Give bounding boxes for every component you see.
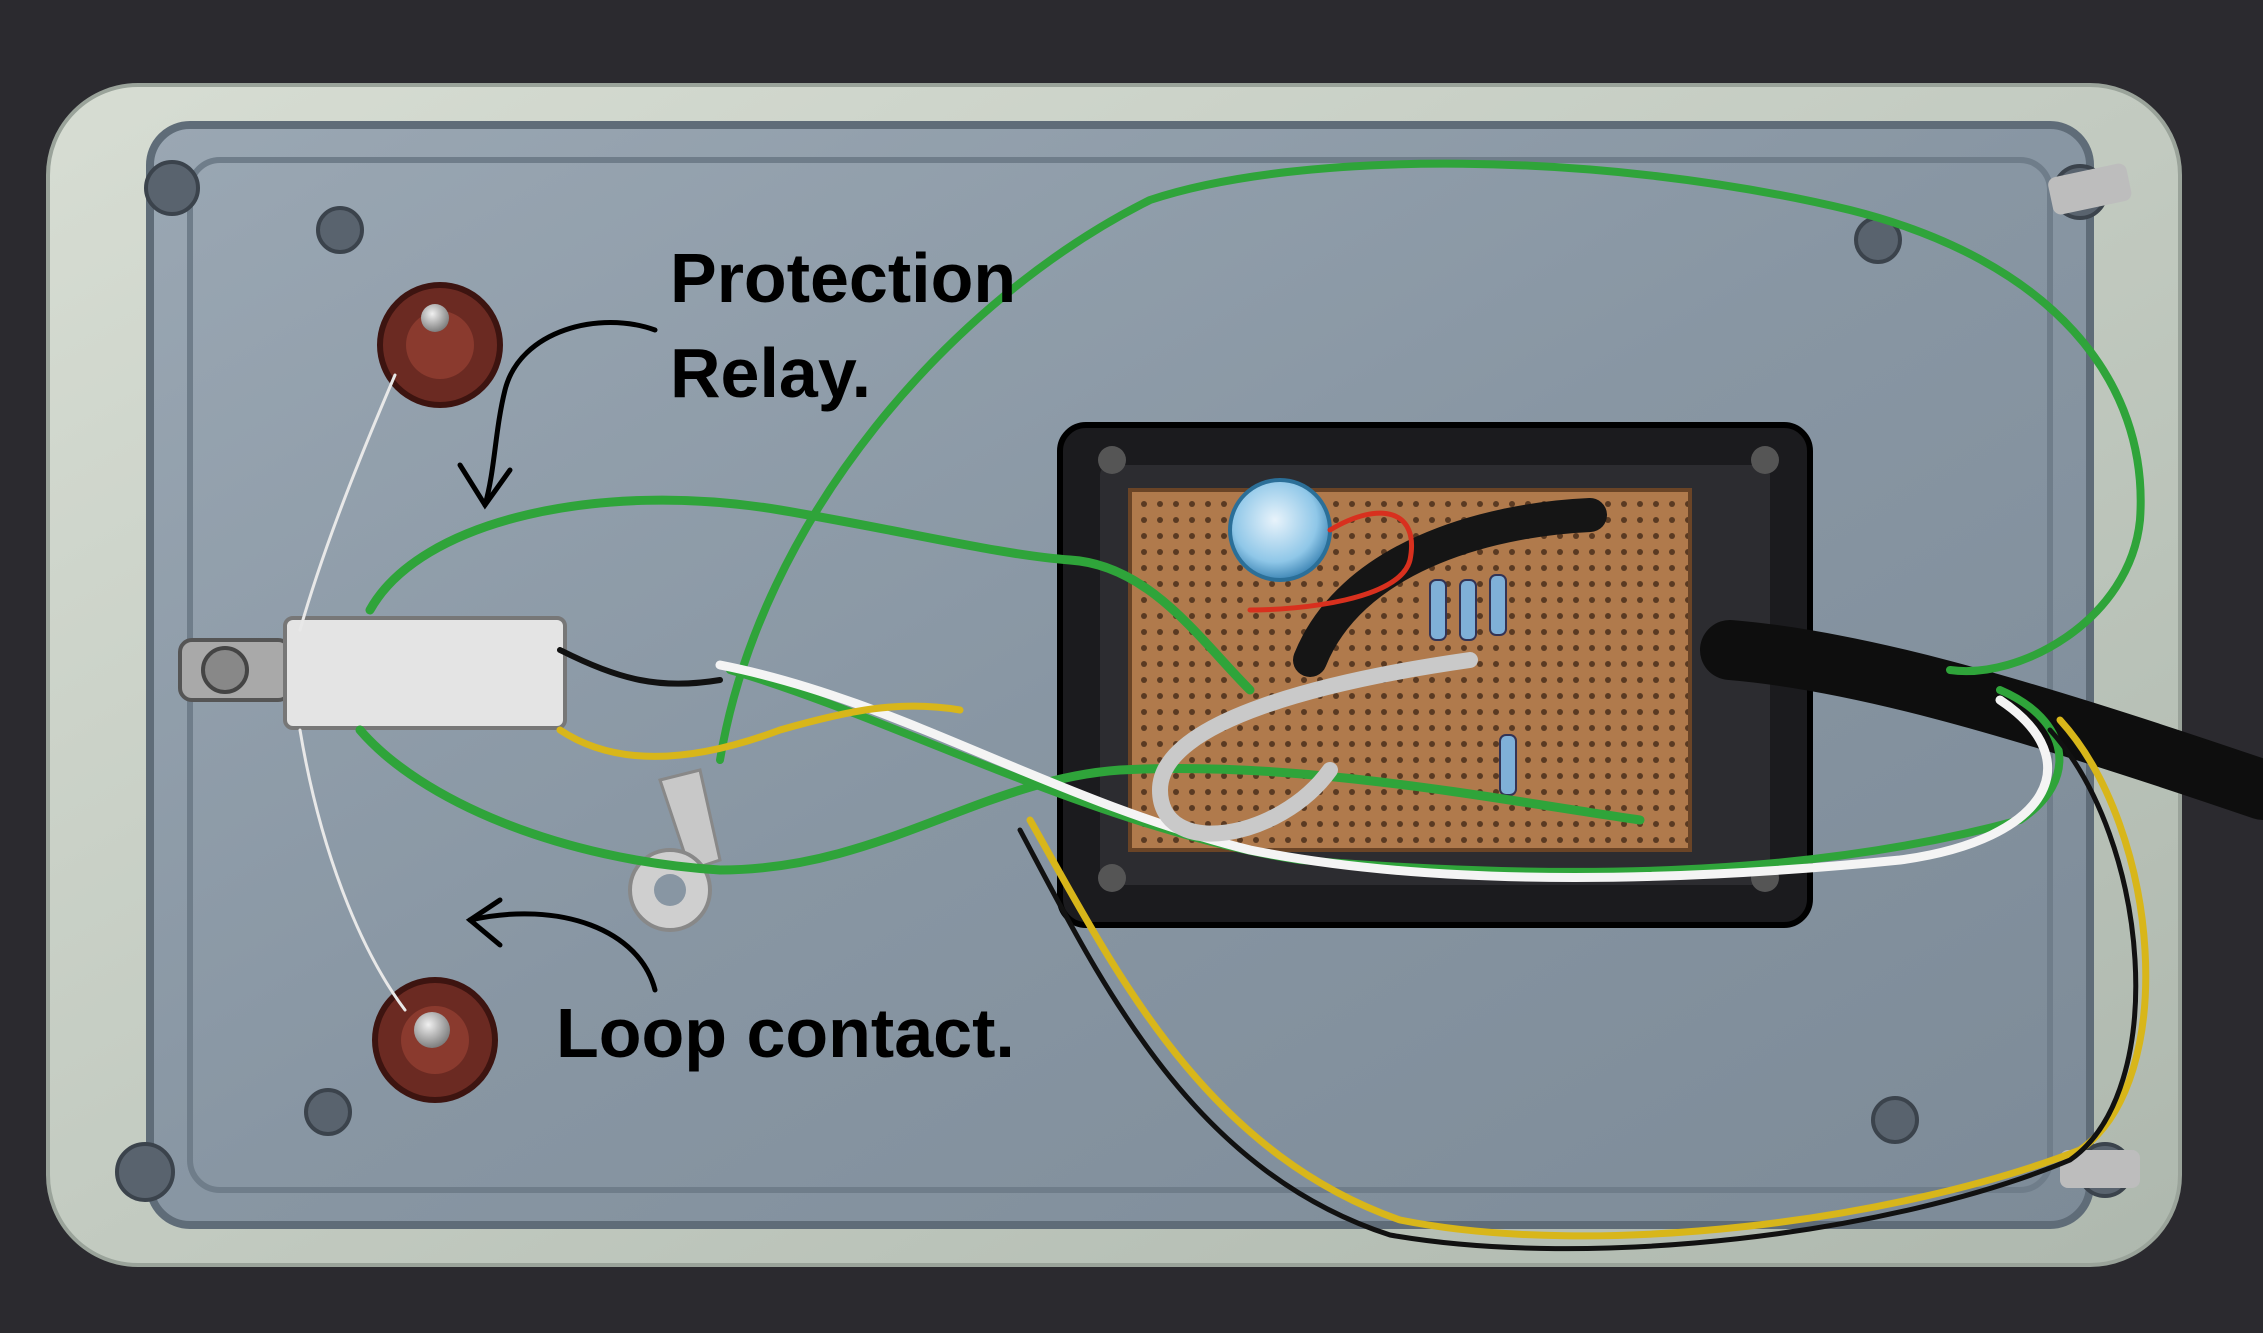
- circuit-box: [1057, 422, 1813, 928]
- wires: [298, 159, 2150, 1252]
- rim-screws: [2048, 163, 2140, 1188]
- annotation-arrows: [457, 320, 658, 993]
- terminal-top: [377, 282, 503, 408]
- relay-label: Relay.: [670, 334, 872, 412]
- black-cable: [1700, 620, 2263, 820]
- protection-label: Protection: [670, 239, 1017, 317]
- capacitor: [1228, 478, 1332, 582]
- terminal-bottom: [372, 977, 498, 1103]
- loop-contact-label: Loop contact.: [556, 994, 1015, 1072]
- reed-relay: [178, 616, 567, 730]
